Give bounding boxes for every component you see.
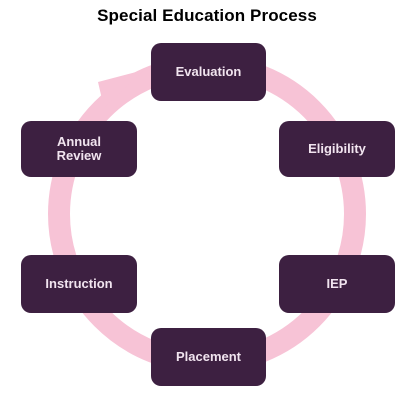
node-eligibility: Eligibility bbox=[279, 121, 395, 177]
node-annual-review-label: Annual Review bbox=[56, 134, 102, 163]
node-evaluation-label: Evaluation bbox=[175, 64, 242, 79]
node-placement-label: Placement bbox=[175, 349, 242, 364]
node-annual-review: Annual Review bbox=[21, 121, 137, 177]
node-instruction-label: Instruction bbox=[45, 276, 113, 291]
diagram-title: Special Education Process bbox=[97, 6, 317, 25]
node-eligibility-label: Eligibility bbox=[308, 141, 366, 156]
node-iep-label: IEP bbox=[326, 276, 348, 291]
node-placement: Placement bbox=[151, 328, 266, 386]
node-instruction: Instruction bbox=[21, 255, 137, 313]
cycle-ring-path bbox=[48, 55, 366, 373]
cycle-arrowhead bbox=[98, 70, 144, 108]
node-evaluation: Evaluation bbox=[151, 43, 266, 101]
node-iep: IEP bbox=[279, 255, 395, 313]
